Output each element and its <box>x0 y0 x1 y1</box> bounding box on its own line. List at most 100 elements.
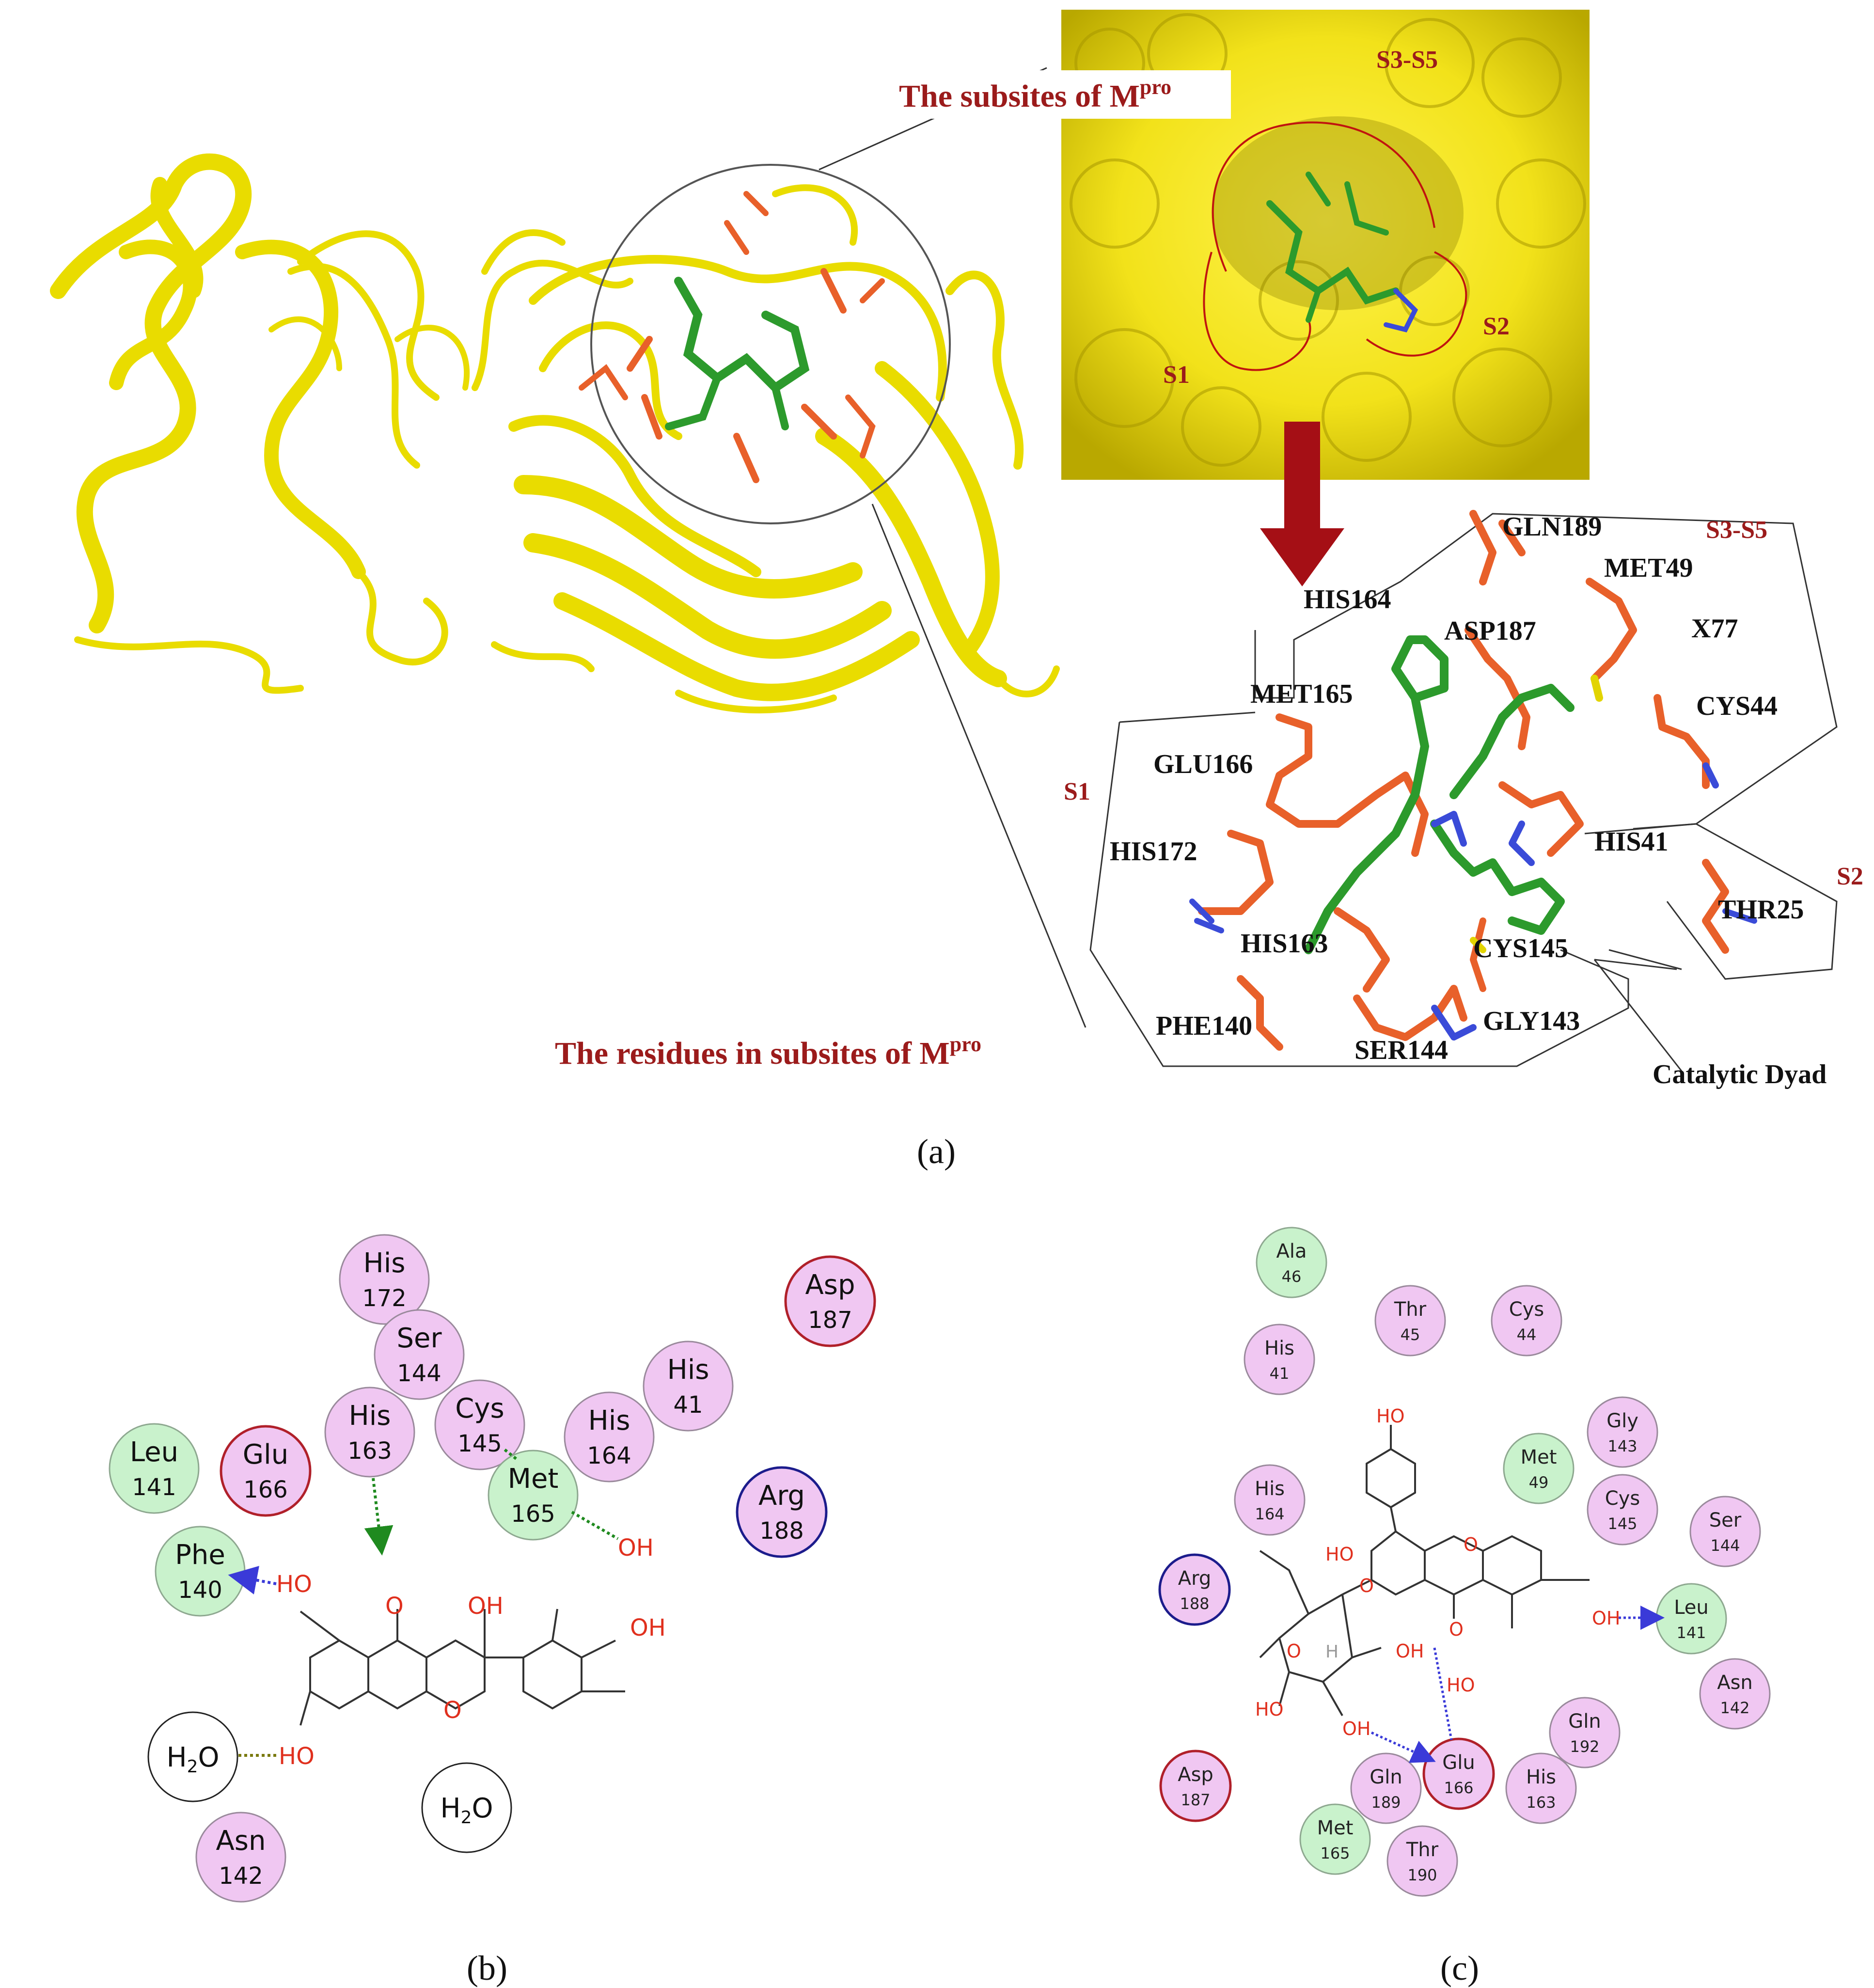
residue-number: 144 <box>1710 1536 1740 1555</box>
residue-number: 46 <box>1282 1267 1302 1286</box>
atom-ho-mid: HO <box>1325 1544 1354 1565</box>
residue-number: 164 <box>587 1442 631 1469</box>
residue-name: His <box>363 1247 406 1279</box>
residues-title: The residues in subsites of Mpro <box>555 1032 981 1071</box>
residue-disc-leu141: Leu 141 <box>1655 1583 1727 1655</box>
residue-name: Leu <box>1674 1596 1709 1619</box>
residue-number: 172 <box>362 1285 407 1312</box>
residue-number: 44 <box>1517 1325 1537 1344</box>
residue-label-gln189: GLN189 <box>1502 512 1602 542</box>
residue-label-his164: HIS164 <box>1304 584 1391 615</box>
residue-label-asp187: ASP187 <box>1444 616 1536 646</box>
residue-label-ser144: SER144 <box>1354 1035 1448 1065</box>
residue-name: His <box>349 1400 391 1432</box>
residue-disc-his164: His 164 <box>1234 1464 1306 1536</box>
subsites-title: The subsites of Mpro <box>892 70 1231 119</box>
subsites-title-main: The subsites of M <box>899 79 1140 114</box>
panel-b: His 172 Ser 144 His 163 Cys 145 His 164 … <box>109 1234 876 1988</box>
residues-title-main: The residues in subsites of M <box>555 1036 950 1071</box>
residue-disc-ala46: Ala 46 <box>1256 1227 1327 1298</box>
residue-disc-arg188: Arg 188 <box>736 1466 828 1558</box>
atom-ho-7: HO <box>279 1743 315 1770</box>
residue-disc-glu166: Glu 166 <box>1422 1737 1495 1810</box>
residue-number: 144 <box>397 1360 441 1387</box>
residue-name: Ser <box>1709 1509 1742 1531</box>
pocket-label-s2: S2 <box>1837 863 1863 890</box>
water-disc-2: H2O <box>421 1762 512 1853</box>
residue-disc-his41: His 41 <box>643 1341 734 1432</box>
residue-number: 145 <box>457 1430 502 1457</box>
residue-number: 187 <box>1181 1791 1210 1809</box>
residue-name: His <box>1264 1337 1294 1359</box>
residue-number: 192 <box>1570 1737 1599 1756</box>
caption-a: (a) <box>917 1132 956 1171</box>
surface-label-s1: S1 <box>1163 361 1190 389</box>
residue-number: 140 <box>178 1577 222 1604</box>
hbond-met165-b <box>571 1511 619 1540</box>
residue-name: Asp <box>805 1269 855 1301</box>
residue-label-thr25: THR25 <box>1718 895 1804 925</box>
residue-name: Asn <box>1717 1672 1753 1694</box>
residue-name: Glu <box>243 1439 288 1470</box>
atom-o-ring: O <box>443 1697 462 1724</box>
residue-disc-his163: His 163 <box>324 1387 415 1478</box>
residue-number: 41 <box>673 1391 703 1419</box>
protein-ribbon-cartoon <box>50 153 1060 713</box>
residue-disc-asp187: Asp 187 <box>784 1255 876 1347</box>
atom-o-ring: O <box>1464 1534 1478 1555</box>
residue-name: Thr <box>1406 1839 1439 1861</box>
ligand-structure-b <box>299 1609 625 1726</box>
caption-c: (c) <box>1440 1949 1479 1988</box>
residue-name: Ala <box>1276 1240 1307 1262</box>
residue-number: 187 <box>808 1307 852 1334</box>
panel-c: Ala 46 Thr 45 Cys 44 His 41 Gly 143 Met … <box>1158 1227 1771 1988</box>
residue-name: His <box>667 1354 709 1386</box>
residue-disc-ser144: Ser 144 <box>1689 1496 1761 1567</box>
residue-disc-glu166: Glu 166 <box>220 1425 312 1517</box>
residue-name: Met <box>1521 1446 1557 1468</box>
residue-name: His <box>1255 1478 1285 1500</box>
residue-disc-cys145: Cys 145 <box>1587 1474 1658 1546</box>
residue-label-his163: HIS163 <box>1241 929 1328 959</box>
residue-disc-his41: His 41 <box>1244 1324 1315 1395</box>
residue-number: 49 <box>1529 1473 1549 1492</box>
atom-o-link: O <box>1359 1575 1374 1596</box>
residue-label-met165: MET165 <box>1250 679 1353 709</box>
residue-disc-cys145: Cys 145 <box>434 1379 525 1470</box>
residue-name: Cys <box>455 1393 504 1424</box>
residue-number: 188 <box>759 1517 804 1545</box>
panel-a: S3-S5 S2 S1 The subsites of Mpro <box>50 10 1863 1171</box>
atom-o-keto: O <box>1449 1619 1464 1640</box>
hbond-glu166-a <box>1433 1647 1453 1740</box>
residue-number: 141 <box>132 1474 176 1501</box>
atom-ho-b: HO <box>1447 1674 1475 1696</box>
residue-name: Arg <box>758 1480 805 1512</box>
subsites-title-sup: pro <box>1140 75 1171 99</box>
residue-name: Gln <box>1568 1710 1601 1733</box>
residue-name: Thr <box>1394 1298 1427 1321</box>
pocket-label-s3s5: S3-S5 <box>1706 516 1767 544</box>
residue-disc-met165: Met 165 <box>488 1450 579 1541</box>
residue-disc-leu141: Leu 141 <box>109 1423 200 1514</box>
residue-label-gly143: GLY143 <box>1483 1006 1580 1036</box>
residue-number: 143 <box>1607 1437 1637 1455</box>
atom-oh-4prime: OH <box>630 1614 666 1641</box>
residue-label-cys44: CYS44 <box>1696 691 1778 721</box>
residue-disc-gln189: Gln 189 <box>1350 1752 1422 1824</box>
residue-number: 145 <box>1607 1515 1637 1533</box>
residue-name: Asn <box>216 1825 266 1857</box>
residue-number: 41 <box>1270 1364 1290 1383</box>
residue-name: Cys <box>1509 1298 1544 1321</box>
residue-number: 141 <box>1676 1624 1706 1642</box>
residue-number: 45 <box>1401 1325 1420 1344</box>
residue-label-his172: HIS172 <box>1110 836 1197 867</box>
residue-name: Asp <box>1178 1764 1213 1786</box>
residue-disc-asp187: Asp 187 <box>1159 1750 1232 1822</box>
residue-name: Cys <box>1605 1487 1640 1510</box>
hbond-his163 <box>364 1478 394 1556</box>
residue-number: 188 <box>1180 1594 1209 1613</box>
residue-disc-his163: His 163 <box>1505 1752 1577 1824</box>
atom-h: H <box>1325 1642 1339 1662</box>
ligand-sticks <box>579 191 885 483</box>
